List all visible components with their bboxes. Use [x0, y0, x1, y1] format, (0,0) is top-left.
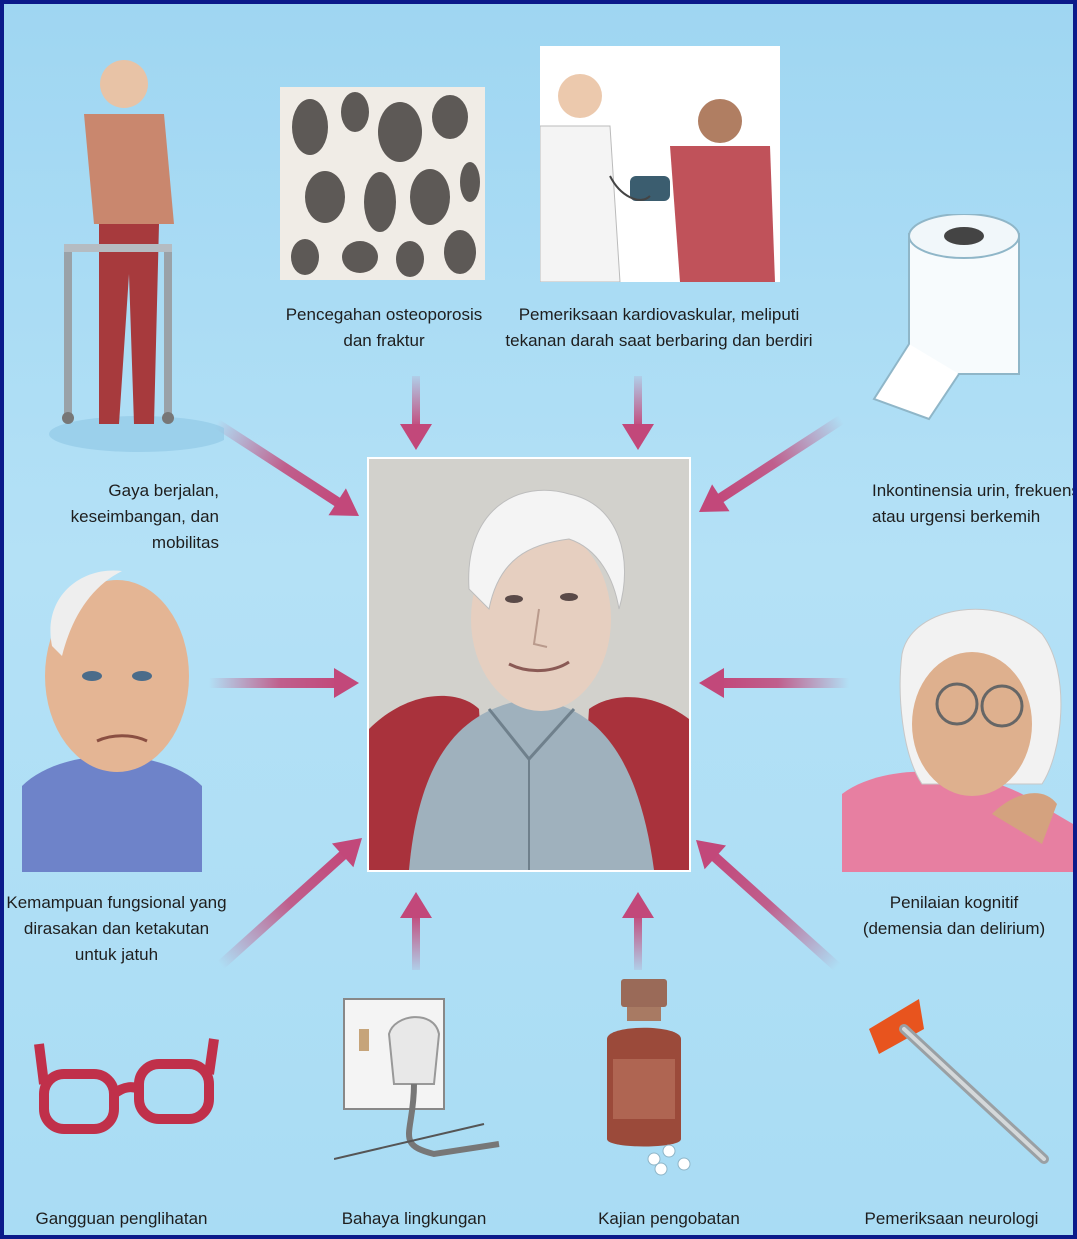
- osteo-illustration: [280, 87, 485, 280]
- blood-pressure-exam-icon: [540, 46, 780, 282]
- label-medication: Kajian pengobatan: [569, 1206, 769, 1232]
- toilet-paper-roll-icon: [869, 214, 1024, 424]
- label-vision: Gangguan penglihatan: [19, 1206, 224, 1232]
- center-portrait: [367, 457, 691, 872]
- arrow-cardio: [622, 376, 654, 450]
- vision-illustration: [34, 1034, 219, 1149]
- elderly-man-portrait-icon: [369, 459, 689, 870]
- diagram-canvas: Gaya berjalan, keseimbangan, dan mobilit…: [4, 4, 1073, 1235]
- label-cognitive: Penilaian kognitif (demensia dan deliriu…: [854, 890, 1054, 942]
- functional-illustration: [22, 556, 202, 872]
- arrow-medication: [622, 892, 654, 970]
- bone-texture-icon: [280, 87, 485, 280]
- elderly-woman-glasses-icon: [842, 594, 1073, 872]
- arrow-cognitive: [699, 668, 849, 698]
- label-environment: Bahaya lingkungan: [314, 1206, 514, 1232]
- incont-illustration: [869, 214, 1024, 424]
- label-cardio: Pemeriksaan kardiovaskular, meliputi tek…: [494, 302, 824, 354]
- neuro-illustration: [859, 989, 1059, 1169]
- label-neuro: Pemeriksaan neurologi: [844, 1206, 1059, 1232]
- medication-illustration: [599, 979, 709, 1179]
- arrow-osteo: [400, 376, 432, 450]
- label-gait: Gaya berjalan, keseimbangan, dan mobilit…: [4, 478, 219, 556]
- arrow-incont: [690, 406, 850, 525]
- label-osteo: Pencegahan osteoporosis dan fraktur: [274, 302, 494, 354]
- label-functional: Kemampuan fungsional yang dirasakan dan …: [4, 890, 229, 968]
- arrow-functional: [209, 668, 359, 698]
- wall-socket-plug-icon: [334, 994, 504, 1164]
- eyeglasses-icon: [34, 1034, 219, 1149]
- arrow-environment: [400, 892, 432, 970]
- worried-elderly-man-icon: [22, 556, 202, 872]
- cognitive-illustration: [842, 594, 1073, 872]
- gait-illustration: [44, 44, 224, 464]
- man-with-walker-icon: [44, 44, 224, 464]
- reflex-hammer-icon: [859, 989, 1059, 1169]
- label-incont: Inkontinensia urin, frekuensi atau urgen…: [872, 478, 1072, 530]
- arrow-neuro: [685, 828, 848, 979]
- arrow-gait: [208, 410, 368, 529]
- environment-illustration: [334, 994, 504, 1164]
- medicine-bottle-icon: [599, 979, 709, 1179]
- arrow-vision: [210, 826, 373, 977]
- cardio-illustration: [540, 46, 780, 282]
